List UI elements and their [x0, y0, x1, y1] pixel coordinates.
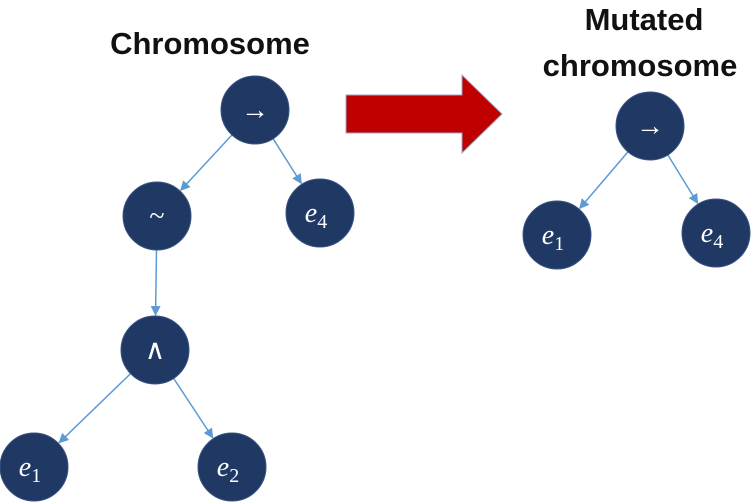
node-circle	[0, 432, 69, 502]
node-label: e2	[217, 452, 239, 487]
node-label: e4	[305, 198, 327, 233]
node-circle	[220, 75, 290, 145]
node-circle	[285, 178, 355, 248]
node-label: ~	[149, 201, 164, 232]
right-tree-title-line1: Mutated	[585, 2, 704, 37]
left-edge-root-e4	[271, 136, 302, 185]
node-circle	[120, 315, 190, 385]
node-circle	[681, 198, 751, 268]
left-tree-edges	[58, 132, 302, 444]
left-node-and: ∧	[120, 315, 190, 385]
left-node-root: →	[220, 75, 290, 145]
node-label: e1	[19, 452, 41, 487]
right-edge-root-e1	[579, 149, 630, 210]
right-node-e4: e4	[681, 198, 751, 268]
node-circle	[122, 181, 192, 251]
right-tree-title-line2: chromosome	[543, 48, 738, 83]
right-node-root: →	[615, 91, 685, 161]
right-node-e1: e1	[522, 200, 592, 270]
node-label: e1	[542, 220, 564, 255]
right-edge-root-e4	[666, 152, 699, 205]
left-edge-not-and	[150, 247, 161, 317]
left-node-e4: e4	[285, 178, 355, 248]
node-label: e4	[701, 218, 723, 253]
left-edge-and-e1	[58, 371, 133, 444]
node-circle	[615, 91, 685, 161]
left-node-e2: e2	[197, 432, 267, 502]
right-tree-nodes: → e1 e4	[522, 91, 751, 270]
node-label: →	[636, 111, 664, 142]
node-label: →	[241, 95, 269, 126]
node-circle	[522, 200, 592, 270]
right-arrow-icon	[345, 73, 503, 155]
left-tree-title: Chromosome	[110, 26, 310, 61]
left-node-e1: e1	[0, 432, 69, 502]
left-edge-and-e2	[171, 376, 214, 439]
left-edge-root-not	[180, 132, 234, 192]
left-tree-nodes: → ~ e4 ∧ e1 e2	[0, 75, 355, 502]
right-tree-edges	[579, 149, 699, 210]
node-label: ∧	[145, 335, 166, 366]
left-node-not: ~	[122, 181, 192, 251]
node-circle	[197, 432, 267, 502]
